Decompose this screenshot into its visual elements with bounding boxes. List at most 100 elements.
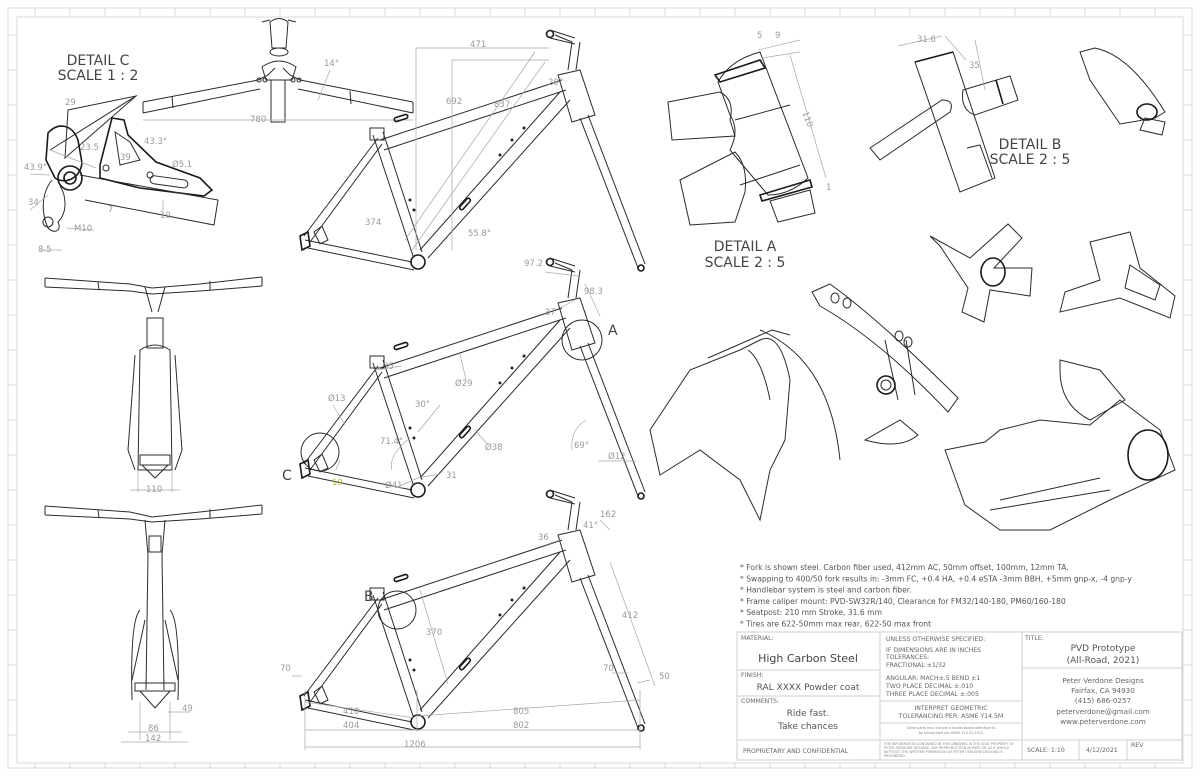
dim-31: 31 xyxy=(446,471,457,481)
date-value: 4/12/2021 xyxy=(1086,747,1118,754)
title-block: MATERIAL: High Carbon Steel FINISH: RAL … xyxy=(736,631,1183,761)
detail-a-view: 5 9 110 1 DETAIL A SCALE 2 : 5 xyxy=(667,31,831,271)
side-view-3-dims: B 162 41° 36 370 412 70 70 50 410 805 40… xyxy=(280,510,670,750)
detail-a-dim-1: 1 xyxy=(826,183,831,193)
detail-b-view: 31.6 35 DETAIL B SCALE 2 : 5 xyxy=(869,35,1166,193)
interpret-line-2: TOLERANCING PER: ASME Y14.5M xyxy=(898,713,1004,720)
side-view-2-dims: A C 97.2 98.3 37 35 Ø29 Ø13 30° 71.4° Ø3… xyxy=(282,259,636,491)
callout-c: C xyxy=(282,468,292,484)
tol-line-1: IF DIMENSIONS ARE IN INCHES xyxy=(886,647,981,654)
detail-a-dim-110: 110 xyxy=(799,110,814,129)
dim-50: 50 xyxy=(659,672,670,682)
side-view-2-frame xyxy=(299,257,646,500)
dim-19: 19 xyxy=(332,478,343,488)
material-value: High Carbon Steel xyxy=(758,652,858,665)
detail-c-dim: 39 xyxy=(120,153,131,163)
rear-view-dim-49: 49 xyxy=(182,704,193,714)
handlebar-width-dim: 780 xyxy=(250,115,266,125)
dim-70-front: 70 xyxy=(603,664,614,674)
detail-b-dim-31-6: 31.6 xyxy=(917,35,936,45)
detail-c-dim: 29 xyxy=(65,98,76,108)
dim-d38: Ø38 xyxy=(485,442,503,453)
company-website: www.peterverdone.com xyxy=(1060,717,1146,726)
rear-view-dim-86: 86 xyxy=(148,724,159,734)
detail-b-title: DETAIL B xyxy=(999,137,1062,153)
detail-c-title: DETAIL C xyxy=(67,53,130,69)
dim-30deg: 30° xyxy=(415,400,430,410)
tol-line-3: FRACTIONAL ±1/32 xyxy=(886,662,946,669)
dim-diag: 837 xyxy=(494,100,510,110)
comment-line-2: Take chances xyxy=(777,722,838,732)
tol-line-2: TOLERANCES: xyxy=(885,654,929,661)
detail-b-dim-35: 35 xyxy=(969,61,980,71)
dim-71-4: 71.4° xyxy=(380,437,403,447)
dim-d12: Ø12 xyxy=(608,451,626,462)
model-note-2: be interpreted per ASME Y14.41-2012 xyxy=(919,731,983,735)
side-view-1-dims: 471 692 837 20° 374 55.8° xyxy=(365,40,563,251)
detail-c-dim: 23.5 xyxy=(80,143,99,153)
detail-b-scale: SCALE 2 : 5 xyxy=(990,152,1071,168)
tol-line-4: ANGULAR: MACH±.5 BEND ±1 xyxy=(886,675,980,682)
dim-stack: 692 xyxy=(446,97,462,107)
detail-a-dim-5: 5 xyxy=(757,31,762,41)
dim-41deg: 41° xyxy=(583,521,598,531)
detail-a-title: DETAIL A xyxy=(714,239,777,255)
title-label: TITLE: xyxy=(1024,635,1044,642)
callout-a: A xyxy=(608,323,618,339)
company-email: peterverdone@gmail.com xyxy=(1056,707,1149,716)
legal-3: WITHOUT THE WRITTEN PERMISSION OF PETER … xyxy=(884,750,1003,754)
tol-line-5: TWO PLACE DECIMAL ±.010 xyxy=(885,683,973,690)
detail-c-dim: 34 xyxy=(28,198,39,208)
note-line: * Tires are 622-50mm max rear, 622-50 ma… xyxy=(740,620,931,629)
note-line: * Frame caliper mount: PVD-SW32R/140, Cl… xyxy=(740,597,1066,606)
tol-line-6: THREE PLACE DECIMAL ±.005 xyxy=(885,691,979,698)
sheet-frame xyxy=(7,7,1193,769)
dim-802: 802 xyxy=(513,721,529,731)
rear-view-dim-142: 142 xyxy=(145,734,161,744)
dim-d29: Ø29 xyxy=(455,378,473,389)
company-address: Fairfax, CA 94930 xyxy=(1071,686,1135,695)
model-note-1: Some parts may include a model-based def… xyxy=(906,726,995,730)
rev-label: REV xyxy=(1131,742,1144,749)
detail-c-dim: 43.9° xyxy=(24,163,47,173)
detail-c-view: DETAIL C SCALE 1 : 2 2923.53943.3°43.9°Ø… xyxy=(24,53,219,255)
front-view-dim-110: 110 xyxy=(146,485,162,495)
handlebar-top-view: 780 14° xyxy=(142,18,414,125)
note-line: * Swapping to 400/50 fork results in: -3… xyxy=(740,574,1132,583)
dim-162: 162 xyxy=(600,510,616,520)
dim-chainstay: 374 xyxy=(365,218,381,228)
notes-block: * Fork is shown steel. Carbon fiber used… xyxy=(740,563,1132,629)
dim-stem-angle: 20° xyxy=(548,78,563,88)
rear-view: 49 86 142 xyxy=(44,504,263,744)
comment-line-1: Ride fast. xyxy=(787,709,830,719)
finish-value: RAL XXXX Powder coat xyxy=(757,683,860,693)
dim-35: 35 xyxy=(383,362,394,372)
company-name: Peter Verdone Designs xyxy=(1062,676,1144,685)
comments-label: COMMENTS: xyxy=(741,698,779,705)
detail-c-scale: SCALE 1 : 2 xyxy=(58,68,139,84)
dim-370: 370 xyxy=(426,628,442,638)
unless-specified: UNLESS OTHERWISE SPECIFIED: xyxy=(886,636,985,643)
detail-c-dim: 10 xyxy=(160,211,171,221)
dim-reach: 471 xyxy=(470,40,486,50)
scale-value: SCALE: 1:10 xyxy=(1027,747,1065,754)
callout-b: B xyxy=(364,589,374,605)
side-view-3-frame xyxy=(299,489,646,732)
drawing-title-1: PVD Prototype xyxy=(1071,644,1136,654)
proprietary-label: PROPRIETARY AND CONFIDENTIAL xyxy=(743,748,849,755)
note-line: * Handlebar system is steel and carbon f… xyxy=(740,586,912,595)
dim-70-rear: 70 xyxy=(280,664,291,674)
dim-412: 412 xyxy=(622,611,638,621)
note-line: * Seatpost: 210 mm Stroke, 31.6 mm xyxy=(740,608,882,617)
front-view: 110 xyxy=(44,276,263,495)
finish-label: FINISH: xyxy=(741,672,764,679)
note-line: * Fork is shown steel. Carbon fiber used… xyxy=(740,563,1069,572)
dim-98-3: 98.3 xyxy=(584,287,603,297)
legal-4: PROHIBITED. xyxy=(884,754,906,758)
interpret-line-1: INTERPRET GEOMETRIC xyxy=(914,705,987,712)
detail-a-scale: SCALE 2 : 5 xyxy=(705,255,786,271)
detail-a-dim-9: 9 xyxy=(775,31,780,41)
side-view-1-frame xyxy=(299,29,646,272)
detail-c-dim: Ø5.1 xyxy=(172,159,192,170)
